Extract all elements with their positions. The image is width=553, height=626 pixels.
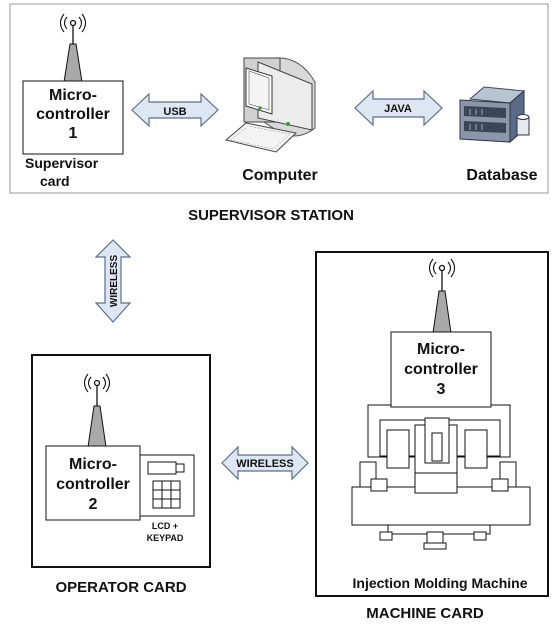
machine-card: Micro- controller 3 Injection Molding Ma… [315,251,549,597]
supervisor-card-caption-line1: Supervisor [25,155,99,171]
supervisor-station-title: SUPERVISOR STATION [188,207,354,224]
database-server-icon [459,86,530,144]
computer-icon [224,57,316,153]
microcontroller-3-box [390,331,492,408]
microcontroller-2-line1: Micro- [69,456,117,473]
microcontroller-1-line2: controller [36,106,110,123]
horizontal-wireless-arrow: WIRELESS [221,445,309,481]
lcd-keypad-label-line1: LCD + [152,521,178,531]
microcontroller-2-line2: controller [56,476,130,493]
usb-label: USB [163,106,186,118]
lcd-keypad-label-line2: KEYPAD [147,533,184,543]
microcontroller-2-box [45,445,141,521]
supervisor-card-caption-line2: card [40,173,70,189]
supervisor-station: Micro- controller 1 Supervisor card USB … [9,3,549,194]
microcontroller-2-line3: 2 [89,496,98,513]
microcontroller-1-box [22,80,124,155]
computer-label: Computer [242,167,318,184]
injection-molding-machine-label: Injection Molding Machine [353,575,528,591]
antenna-icon [428,258,456,334]
microcontroller-3-line2: controller [404,361,478,378]
usb-arrow: USB [131,92,219,128]
injection-molding-machine-icon [351,404,531,550]
vertical-wireless-arrow: WIRELESS [94,239,132,323]
microcontroller-1-line3: 1 [69,125,78,142]
java-arrow: JAVA [354,89,443,127]
database-label: Database [466,167,537,184]
lcd-keypad-icon [139,454,195,517]
java-label: JAVA [384,103,412,115]
microcontroller-1-line1: Micro- [49,87,97,104]
horizontal-wireless-label: WIRELESS [236,458,293,470]
operator-card: Micro- controller 2 LCD + KEYPAD [31,354,211,568]
machine-card-title: MACHINE CARD [366,605,484,622]
operator-card-title: OPERATOR CARD [55,579,186,596]
vertical-wireless-label: WIRELESS [109,255,120,308]
microcontroller-3-line1: Micro- [417,341,465,358]
microcontroller-3-line3: 3 [437,381,446,398]
